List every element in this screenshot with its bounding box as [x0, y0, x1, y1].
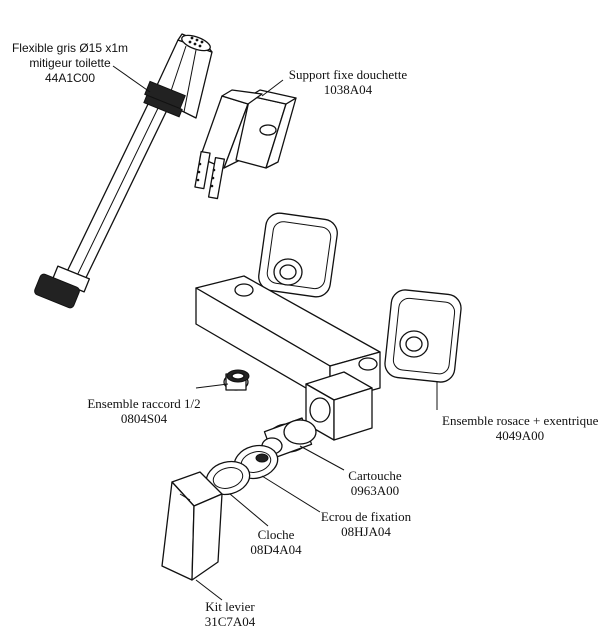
cover-bell-label: Cloche 08D4A04 [246, 527, 306, 557]
rosette-code: 4049A00 [495, 428, 545, 443]
cover-bell-code: 08D4A04 [250, 542, 302, 557]
fixing-nut-code: 08HJA04 [341, 524, 391, 539]
lever-kit-name: Kit levier [205, 599, 255, 614]
cartridge-label: Cartouche 0963A00 [340, 468, 410, 498]
lever-kit-label: Kit levier 31C7A04 [200, 599, 260, 629]
cartridge-name: Cartouche [348, 468, 402, 483]
fixing-nut-label: Ecrou de fixation 08HJA04 [316, 509, 416, 539]
shower-holder-name: Support fixe douchette [288, 67, 408, 82]
shower-holder-bracket-part [194, 89, 297, 200]
flexible-hose-name-line1: Flexible gris Ø15 x1m [11, 41, 129, 55]
lever-handle-part [161, 471, 223, 581]
flexible-hose-code: 44A1C00 [44, 71, 96, 85]
lever-kit-code: 31C7A04 [204, 614, 256, 629]
rosette-name: Ensemble rosace + exentrique [442, 413, 599, 428]
shower-head-holes [188, 36, 204, 48]
flexible-hose-part [34, 33, 213, 309]
rosette-label: Ensemble rosace + exentrique 4049A00 [442, 413, 598, 443]
flexible-hose-label: Flexible gris Ø15 x1m mitigeur toilette … [8, 41, 132, 86]
wall-rosette-lower-part [384, 289, 462, 383]
cover-bell-part [205, 460, 251, 496]
shower-holder-label: Support fixe douchette 1038A04 [286, 67, 410, 97]
shower-holder-code: 1038A04 [323, 82, 373, 97]
connector-nut-part [223, 369, 250, 391]
fixing-nut-name: Ecrou de fixation [320, 509, 412, 524]
cover-bell-name: Cloche [257, 527, 295, 542]
mixer-body-part [195, 275, 381, 441]
wall-rosette-upper-part [258, 212, 338, 298]
connector-label: Ensemble raccord 1/2 0804S04 [86, 396, 202, 426]
cartridge-part [261, 417, 317, 459]
connector-name: Ensemble raccord 1/2 [87, 396, 201, 411]
flexible-hose-name-line2: mitigeur toilette [29, 56, 111, 70]
leader-lines [112, 65, 438, 601]
connector-code: 0804S04 [120, 411, 168, 426]
cartridge-code: 0963A00 [350, 483, 400, 498]
